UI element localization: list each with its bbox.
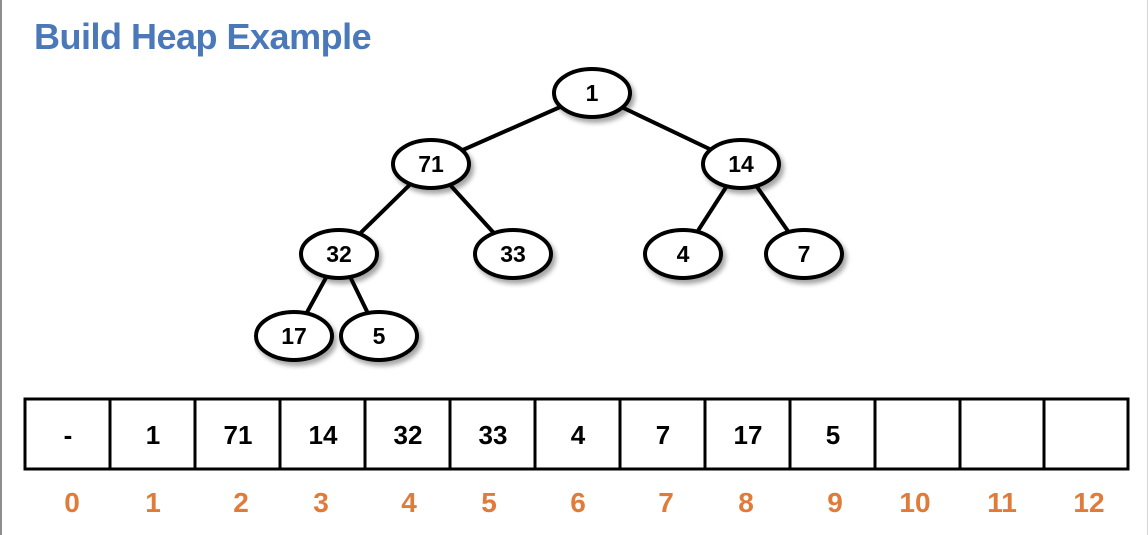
array-index: 6 [570,487,586,518]
tree-node: 7 [764,228,844,280]
heap-array: - 1 71 14 32 33 4 7 17 5 [23,397,1130,471]
array-index: 5 [481,487,497,518]
slide-left-border [0,0,2,535]
array-cell-value: 4 [571,420,586,450]
tree-node-label: 71 [418,151,444,177]
array-cell-value: 33 [479,420,508,450]
tree-node: 4 [643,228,723,280]
array-cell-value: 1 [146,420,160,450]
tree-nodes: 1 71 14 32 33 4 7 17 [254,67,844,362]
array-index: 10 [899,487,930,518]
array-cell-value: 7 [656,420,670,450]
tree-node: 17 [254,310,334,362]
array-index: 9 [827,487,843,518]
array-outline [23,397,1130,471]
tree-node: 71 [391,138,471,190]
array-cell-value: 71 [224,420,253,450]
tree-node: 1 [552,67,632,119]
tree-node: 33 [473,228,553,280]
tree-edges [292,91,806,338]
tree-node-label: 4 [677,241,690,267]
tree-node: 5 [339,310,419,362]
array-index: 0 [64,487,80,518]
array-index: 2 [233,487,249,518]
tree-node: 14 [701,138,781,190]
array-index: 4 [401,487,417,518]
array-index: 1 [145,487,161,518]
array-index: 12 [1073,487,1104,518]
tree-node-label: 32 [326,241,352,267]
tree-node-label: 1 [586,80,599,106]
array-cell-value: 14 [309,420,338,450]
tree-node-label: 5 [373,323,386,349]
array-cell-value: 17 [734,420,763,450]
array-dividers [108,399,1046,469]
tree-node-label: 17 [281,323,307,349]
tree-node-label: 7 [798,241,811,267]
array-index: 3 [313,487,329,518]
array-index: 8 [738,487,754,518]
array-cell-value: - [64,420,73,450]
array-index: 11 [987,487,1017,518]
array-cell-value: 32 [394,420,423,450]
slide-title: Build Heap Example [34,16,372,57]
array-indices: 0 1 2 3 4 5 6 7 8 9 10 11 12 [64,487,1104,518]
array-cell-value: 5 [826,420,840,450]
tree-node-label: 14 [728,151,754,177]
array-index: 7 [658,487,674,518]
tree-node-label: 33 [500,241,526,267]
tree-node: 32 [299,228,379,280]
